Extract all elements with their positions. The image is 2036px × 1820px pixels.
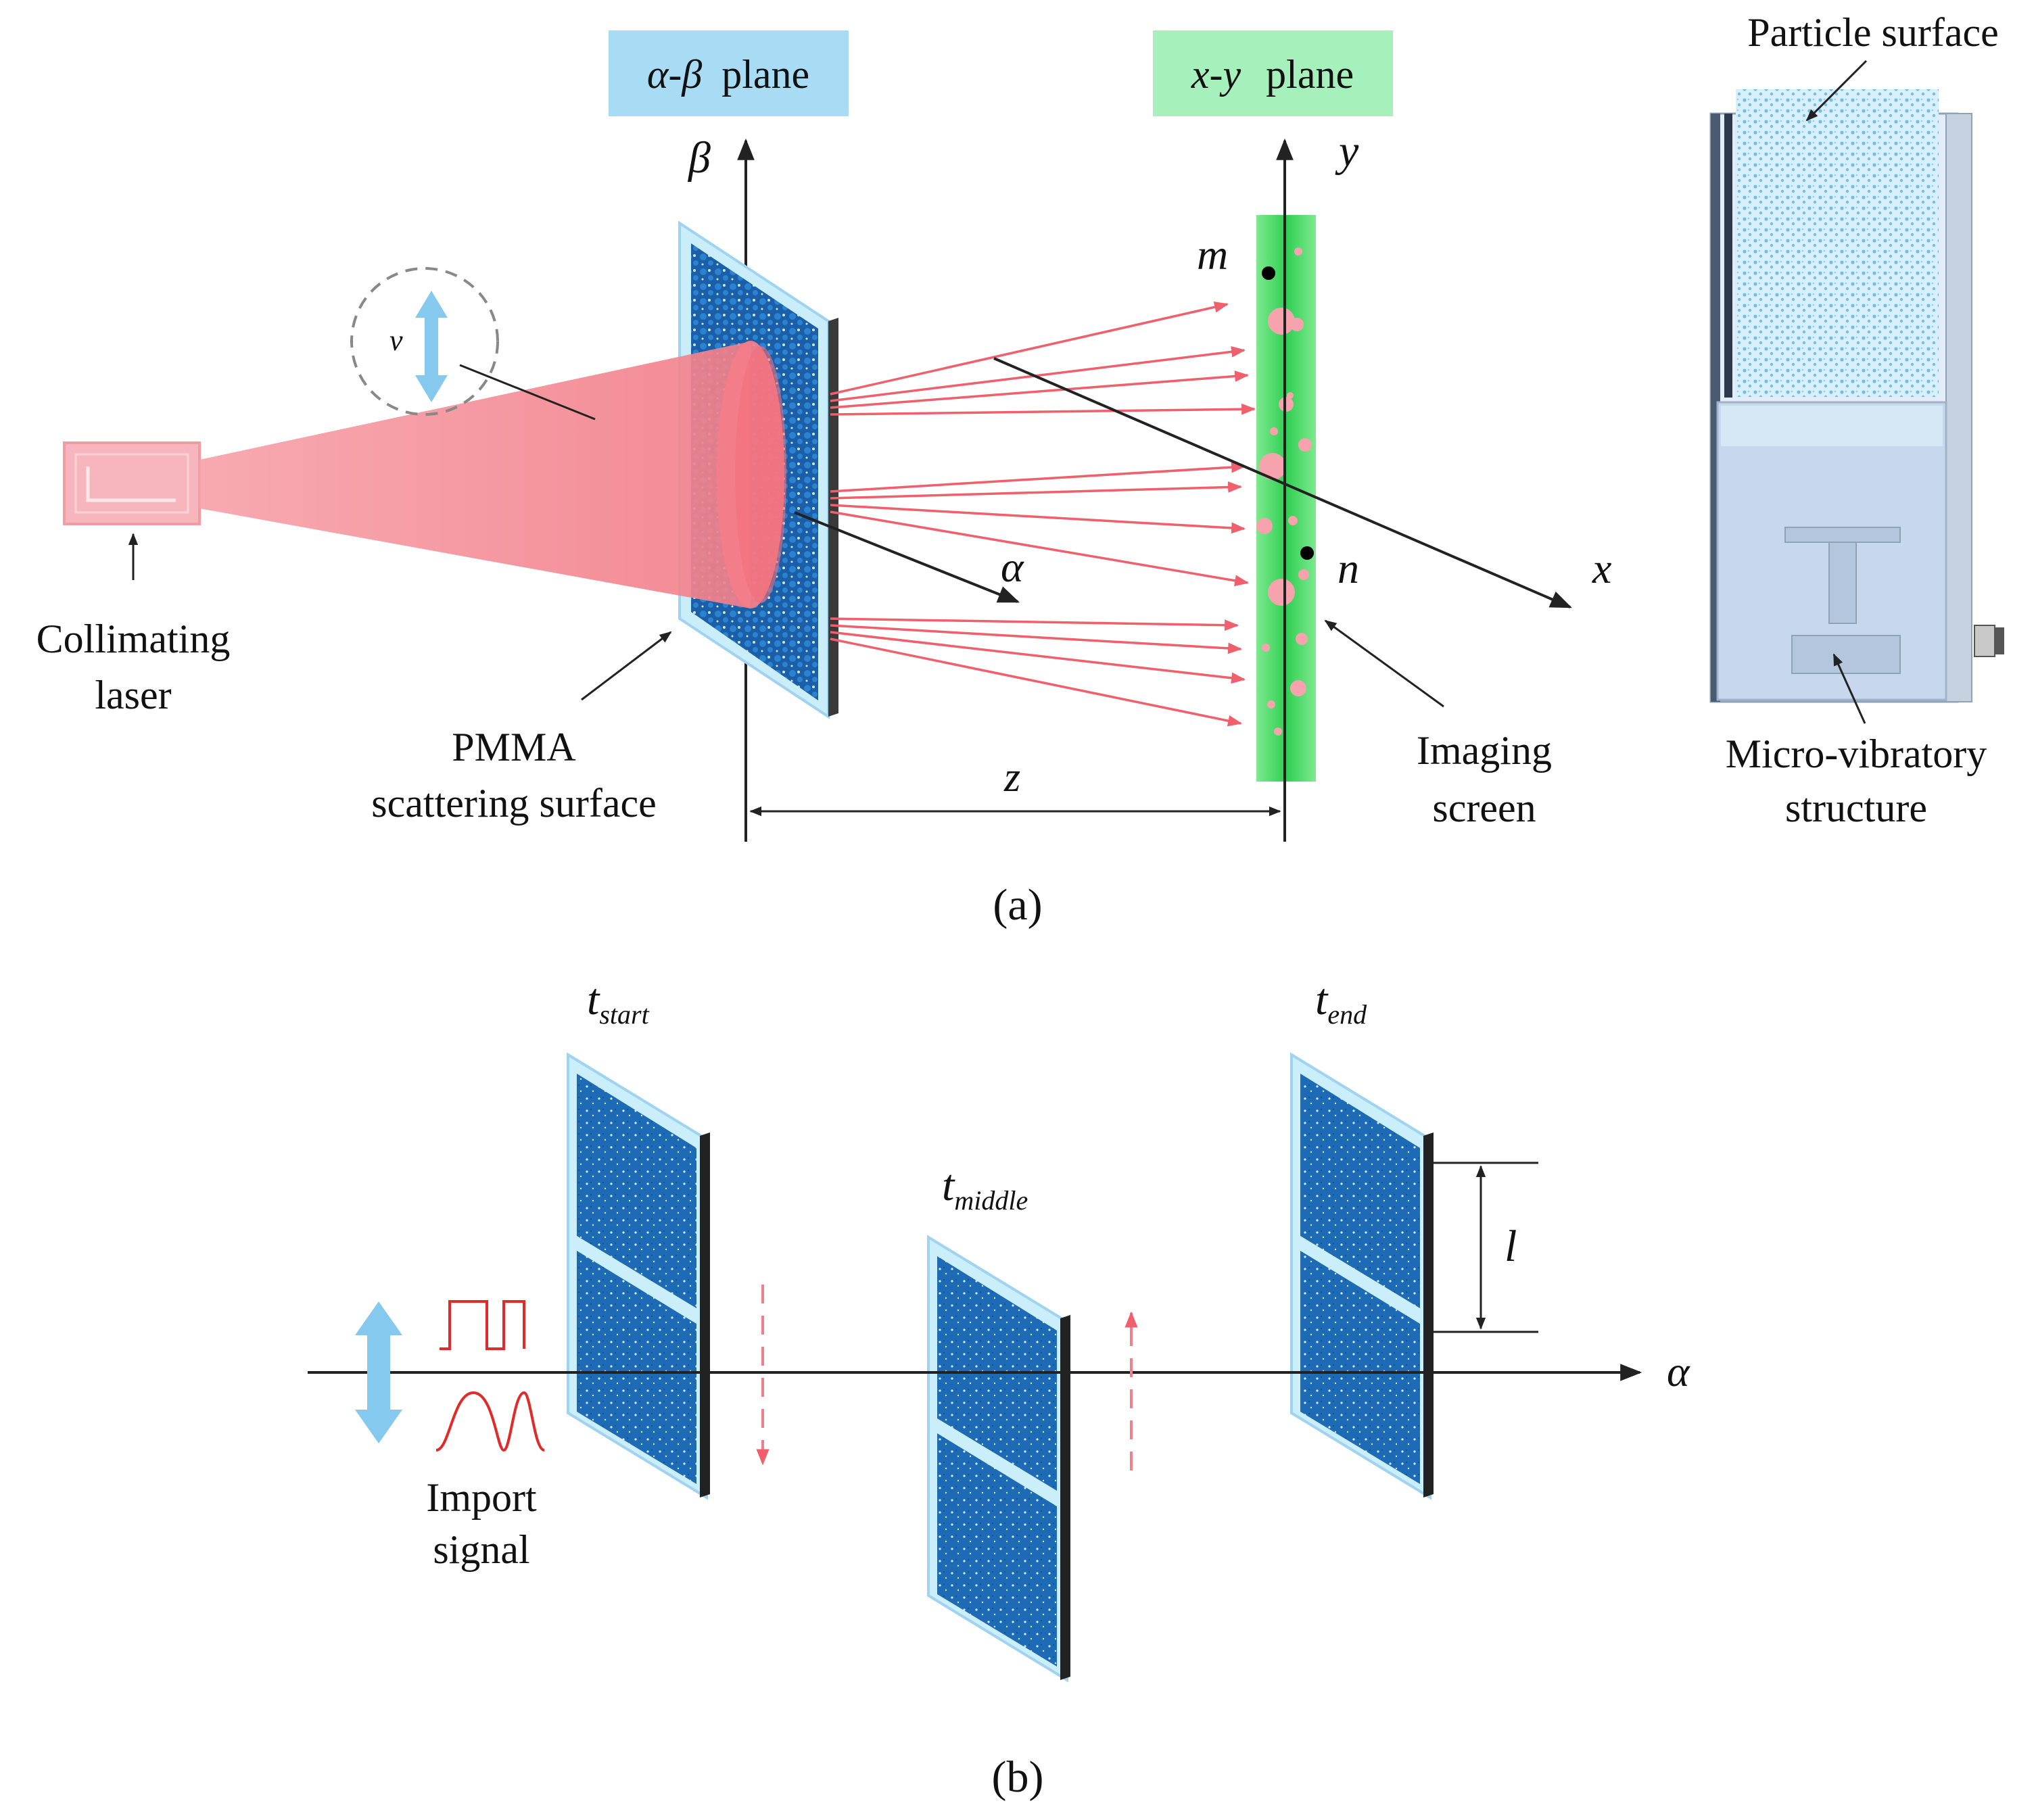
screen-label-line2: screen bbox=[1432, 786, 1536, 830]
x-axis-label: x bbox=[1592, 544, 1611, 592]
pmma-label-line1: PMMA bbox=[452, 725, 575, 769]
svg-text:α-β plane: α-β plane bbox=[647, 52, 809, 97]
point-m-label: m bbox=[1197, 231, 1228, 279]
z-label: z bbox=[1003, 755, 1020, 800]
panel-a: α-β plane x-y plane β y Collimating lase… bbox=[37, 10, 2004, 930]
square-wave-icon bbox=[440, 1300, 525, 1350]
plate-t-middle bbox=[927, 1235, 1070, 1683]
beta-axis-label: β bbox=[687, 133, 711, 183]
alpha-beta-plane-label: α-β plane bbox=[609, 30, 849, 116]
length-dimension bbox=[1423, 1162, 1538, 1333]
alpha-beta-symbol: α-β bbox=[647, 52, 702, 97]
vibration-velocity-indicator: v bbox=[350, 267, 499, 416]
alpha-beta-word: plane bbox=[721, 52, 809, 97]
particle-pointer-arrow bbox=[1805, 59, 1868, 122]
vibration-arrow-icon bbox=[355, 1301, 402, 1443]
point-n-label: n bbox=[1337, 544, 1359, 592]
panel-b: α l bbox=[308, 975, 1690, 1802]
laser-label-line1: Collimating bbox=[37, 617, 231, 661]
point-m bbox=[1262, 266, 1275, 280]
micro-label-line2: structure bbox=[1785, 786, 1927, 830]
xy-plane-label: x-y plane bbox=[1153, 30, 1393, 116]
t-start-label: tstart bbox=[587, 975, 650, 1030]
pmma-pointer-arrow bbox=[581, 631, 672, 701]
screen-label-line1: Imaging bbox=[1417, 728, 1552, 773]
sine-wave-icon bbox=[435, 1391, 545, 1452]
point-n bbox=[1300, 546, 1314, 560]
length-label: l bbox=[1505, 1222, 1517, 1271]
signal-label-line1: Import bbox=[426, 1475, 537, 1520]
scattered-rays bbox=[830, 301, 1256, 727]
xy-symbol: x-y bbox=[1191, 52, 1241, 97]
t-middle-label: tmiddle bbox=[942, 1161, 1028, 1216]
laser-label-line2: laser bbox=[95, 673, 171, 717]
velocity-leader-line bbox=[459, 364, 596, 421]
svg-text:x-y plane: x-y plane bbox=[1191, 52, 1354, 97]
collimating-laser bbox=[63, 441, 201, 525]
signal-label-line2: signal bbox=[433, 1527, 529, 1572]
laser-beam bbox=[199, 341, 786, 608]
caption-b: (b) bbox=[992, 1752, 1044, 1802]
pmma-label-line2: scattering surface bbox=[371, 781, 656, 825]
t-end-label: tend bbox=[1315, 975, 1367, 1030]
alpha-axis bbox=[794, 511, 1020, 603]
particle-surface-label: Particle surface bbox=[1747, 10, 1998, 55]
screen-pointer-arrow bbox=[1324, 619, 1444, 708]
micro-pointer-arrow bbox=[1832, 653, 1866, 724]
b-alpha-axis-label: α bbox=[1667, 1347, 1690, 1395]
alpha-axis-label: α bbox=[1001, 543, 1024, 591]
plate-t-start bbox=[567, 1052, 710, 1500]
micro-label-line1: Micro-vibratory bbox=[1726, 732, 1987, 776]
caption-a: (a) bbox=[993, 880, 1042, 930]
plate-t-end bbox=[1290, 1052, 1434, 1500]
xy-word: plane bbox=[1266, 52, 1354, 97]
x-axis bbox=[993, 357, 1572, 608]
velocity-label: v bbox=[389, 324, 403, 357]
micro-vibratory-device bbox=[1709, 89, 2004, 703]
y-axis-label: y bbox=[1335, 126, 1359, 176]
